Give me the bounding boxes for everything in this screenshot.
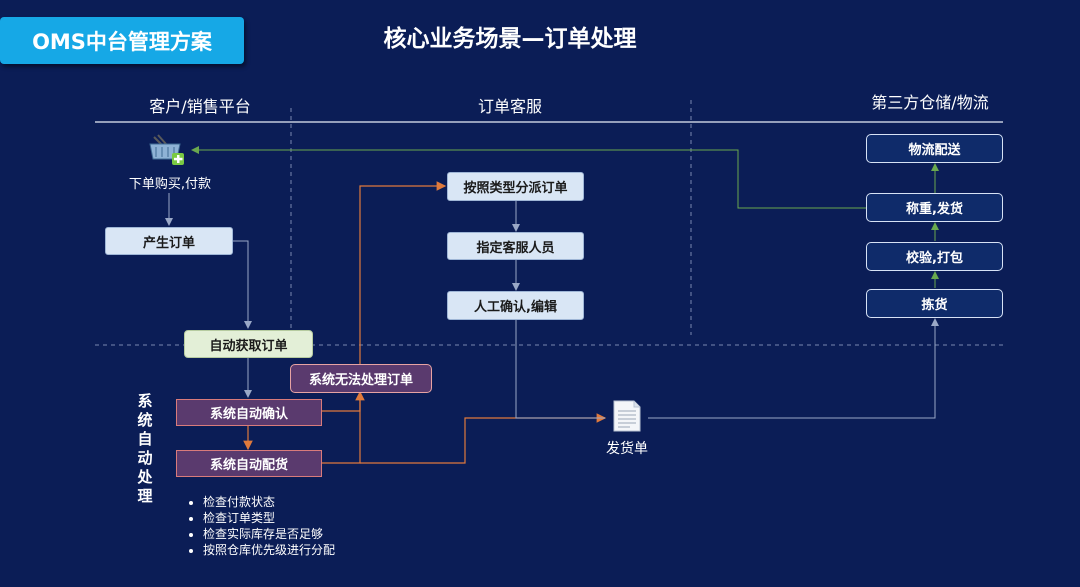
picking-node: 拣货 [866, 289, 1003, 318]
check-item: 检查订单类型 [203, 510, 423, 526]
logistics-node: 物流配送 [866, 134, 1003, 163]
fetch-order-node: 自动获取订单 [184, 330, 313, 358]
check-item: 检查付款状态 [203, 494, 423, 510]
column-title-warehouse: 第三方仓储/物流 [871, 93, 989, 112]
arrow-confirm-to-exception [322, 390, 365, 412]
column-title-customer: 客户/销售平台 [149, 97, 251, 116]
document-icon [613, 400, 641, 432]
purchase-label: 下单购买,付款 [128, 177, 212, 192]
manual-confirm-node: 人工确认,编辑 [447, 291, 584, 320]
solution-badge: OMS中台管理方案 [0, 17, 244, 64]
shopping-basket-icon [149, 134, 184, 165]
weigh-ship-node: 称重,发货 [866, 193, 1003, 222]
page-title: 核心业务场景—订单处理 [383, 26, 637, 52]
auto-processing-side-label: 系统自动处理 [137, 392, 153, 505]
create-order-node: 产生订单 [105, 227, 233, 255]
arrow-order-to-fetch [233, 240, 252, 329]
cannot-process-node: 系统无法处理订单 [290, 364, 432, 393]
arrow-delivery-to-picking [648, 318, 939, 419]
dispatch-order-node: 按照类型分派订单 [447, 172, 584, 201]
auto-confirm-node: 系统自动确认 [176, 399, 322, 426]
arrow-manual-to-delivery [515, 320, 605, 419]
check-item: 检查实际库存是否足够 [203, 526, 423, 542]
auto-check-list: 检查付款状态 检查订单类型 检查实际库存是否足够 按照仓库优先级进行分配 [185, 494, 423, 558]
arrow-shipping-to-customer [191, 146, 866, 209]
auto-allocate-node: 系统自动配货 [176, 450, 322, 477]
check-pack-node: 校验,打包 [866, 242, 1003, 271]
column-title-service: 订单客服 [477, 97, 542, 116]
delivery-note-label: 发货单 [606, 441, 648, 457]
check-item: 按照仓库优先级进行分配 [203, 542, 423, 558]
assign-agent-node: 指定客服人员 [447, 232, 584, 260]
arrow-allocate-to-delivery [360, 413, 607, 464]
arrow-allocate-to-dispatch [322, 181, 447, 464]
